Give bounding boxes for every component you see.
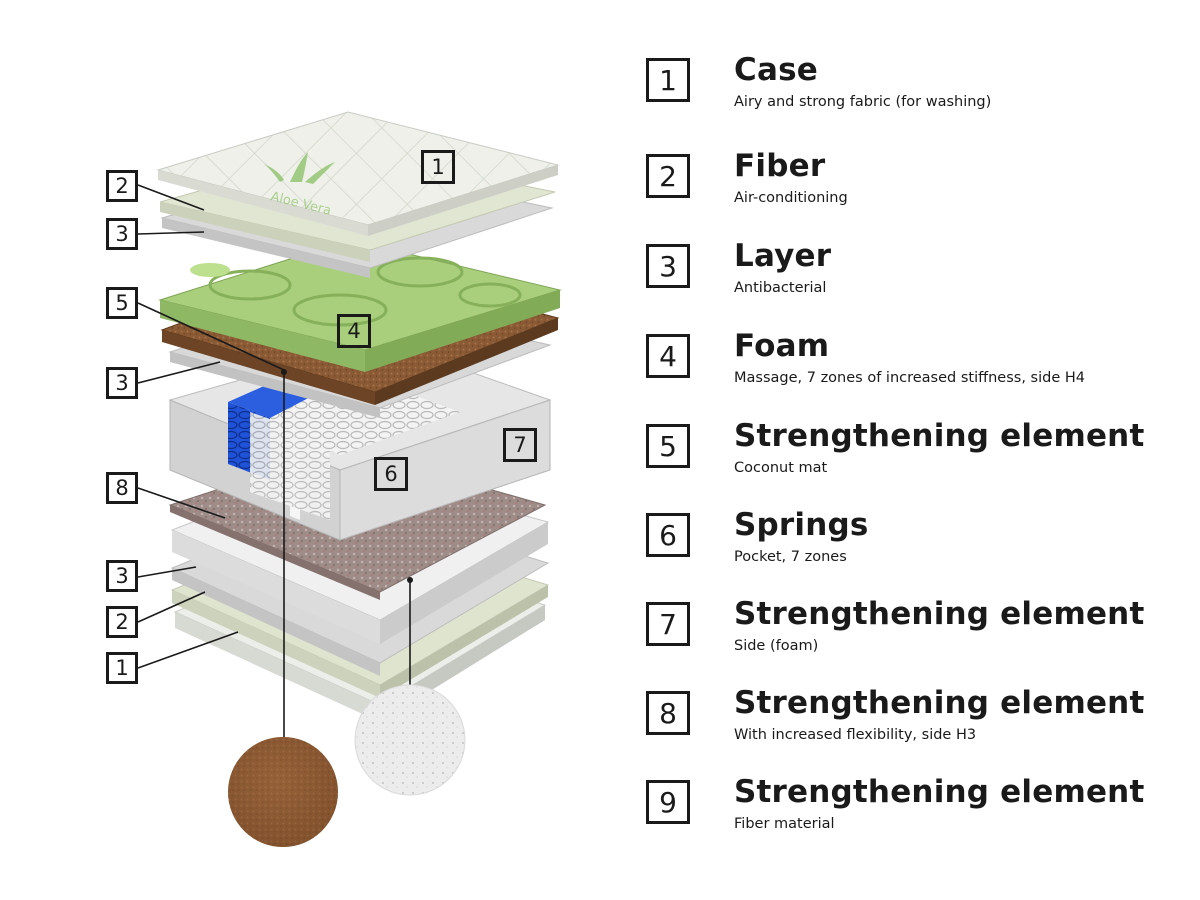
layer-label-foam: 4 bbox=[337, 314, 371, 348]
legend-title-5: Strengthening element bbox=[734, 418, 1145, 454]
callout-case-bottom: 1 bbox=[106, 652, 138, 684]
legend: 1 Case Airy and strong fabric (for washi… bbox=[646, 0, 1186, 900]
legend-title-9: Strengthening element bbox=[734, 774, 1145, 810]
legend-number-2: 2 bbox=[646, 154, 690, 198]
legend-title-6: Springs bbox=[734, 507, 869, 543]
legend-desc-2: Air-conditioning bbox=[734, 190, 848, 206]
legend-number-4: 4 bbox=[646, 334, 690, 378]
legend-desc-7: Side (foam) bbox=[734, 638, 819, 654]
legend-desc-3: Antibacterial bbox=[734, 280, 827, 296]
legend-item-7: 7 Strengthening element Side (foam) bbox=[646, 596, 1186, 676]
legend-item-2: 2 Fiber Air-conditioning bbox=[646, 148, 1186, 228]
callout-layer-bottom: 3 bbox=[106, 560, 138, 592]
legend-title-4: Foam bbox=[734, 328, 830, 364]
mattress-layers-illustration: Aloe Vera bbox=[137, 111, 562, 847]
legend-title-1: Case bbox=[734, 52, 818, 88]
legend-number-8: 8 bbox=[646, 691, 690, 735]
legend-number-9: 9 bbox=[646, 780, 690, 824]
legend-desc-6: Pocket, 7 zones bbox=[734, 549, 847, 565]
legend-desc-4: Massage, 7 zones of increased stiffness,… bbox=[734, 370, 1085, 386]
legend-title-2: Fiber bbox=[734, 148, 826, 184]
legend-desc-9: Fiber material bbox=[734, 816, 835, 832]
callout-layer-top: 3 bbox=[106, 218, 138, 250]
legend-title-3: Layer bbox=[734, 238, 832, 274]
legend-number-5: 5 bbox=[646, 424, 690, 468]
legend-desc-1: Airy and strong fabric (for washing) bbox=[734, 94, 992, 110]
mattress-diagram: Aloe Vera 2 3 5 3 8 3 2 1 1 4 6 7 bbox=[106, 111, 562, 847]
legend-item-1: 1 Case Airy and strong fabric (for washi… bbox=[646, 52, 1186, 132]
legend-number-7: 7 bbox=[646, 602, 690, 646]
callout-felt: 8 bbox=[106, 472, 138, 504]
leader-lines bbox=[137, 184, 411, 765]
legend-item-5: 5 Strengthening element Coconut mat bbox=[646, 418, 1186, 498]
foam-sample-circle bbox=[354, 684, 466, 796]
legend-desc-5: Coconut mat bbox=[734, 460, 828, 476]
legend-desc-8: With increased flexibility, side H3 bbox=[734, 727, 977, 743]
legend-item-4: 4 Foam Massage, 7 zones of increased sti… bbox=[646, 328, 1186, 408]
callout-fiber-bottom: 2 bbox=[106, 606, 138, 638]
legend-number-6: 6 bbox=[646, 513, 690, 557]
legend-item-6: 6 Springs Pocket, 7 zones bbox=[646, 507, 1186, 587]
top-case-layer bbox=[156, 111, 560, 236]
callout-coconut: 5 bbox=[106, 287, 138, 319]
layer-label-springs: 6 bbox=[374, 457, 408, 491]
legend-item-3: 3 Layer Antibacterial bbox=[646, 238, 1186, 318]
legend-item-8: 8 Strengthening element With increased f… bbox=[646, 685, 1186, 765]
legend-title-7: Strengthening element bbox=[734, 596, 1145, 632]
legend-number-3: 3 bbox=[646, 244, 690, 288]
callout-fiber-top: 2 bbox=[106, 170, 138, 202]
layer-label-case: 1 bbox=[421, 150, 455, 184]
legend-number-1: 1 bbox=[646, 58, 690, 102]
layer-label-side-foam: 7 bbox=[503, 428, 537, 462]
legend-item-9: 9 Strengthening element Fiber material bbox=[646, 774, 1186, 854]
legend-title-8: Strengthening element bbox=[734, 685, 1145, 721]
callout-layer-mid: 3 bbox=[106, 367, 138, 399]
